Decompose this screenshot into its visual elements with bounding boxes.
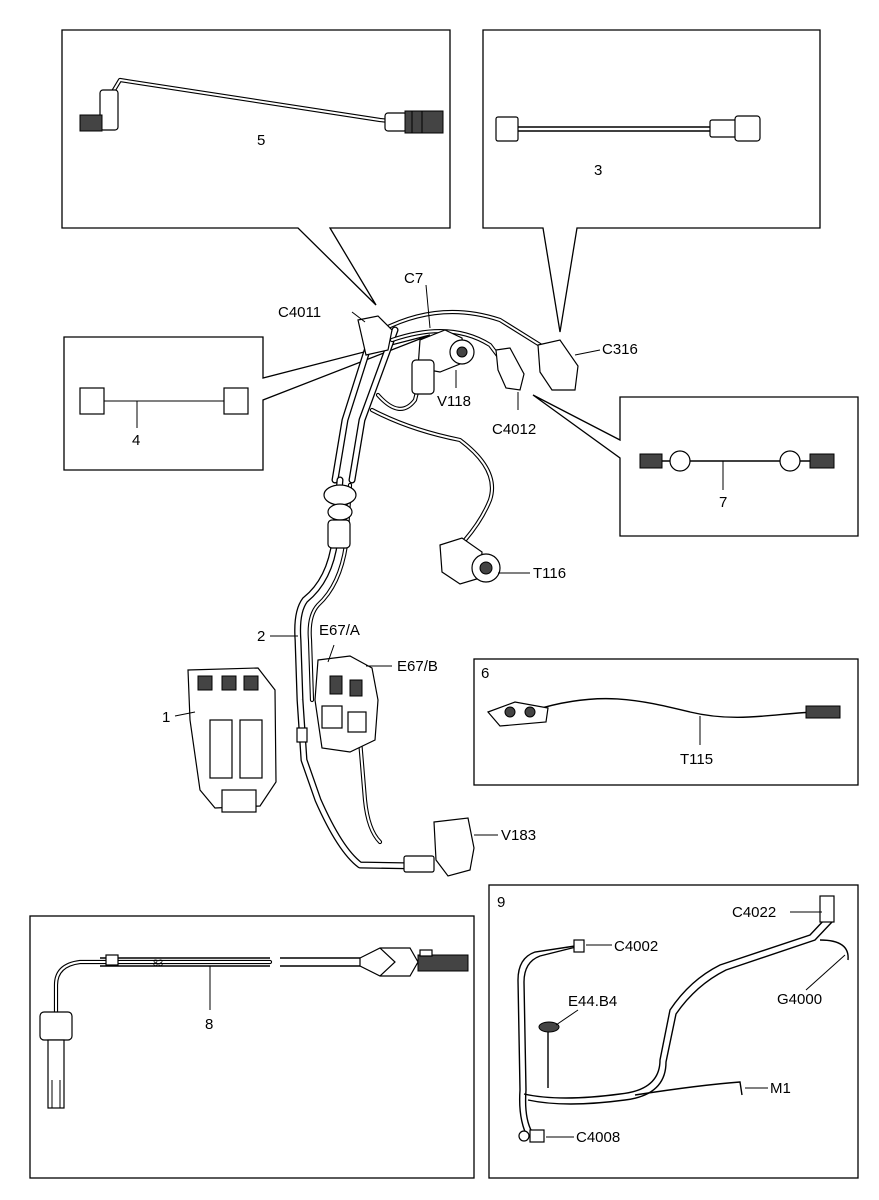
- item-label-5: 5: [257, 132, 265, 149]
- connector-label-c4022: C4022: [732, 904, 776, 921]
- cable-4: [79, 387, 249, 428]
- item-label-3: 3: [594, 162, 602, 179]
- leaders-9: [546, 911, 846, 1138]
- connector-label-c7: C7: [404, 270, 423, 287]
- connector-label-e67a: E67/A: [319, 622, 360, 639]
- connector-label-c4008: C4008: [576, 1129, 620, 1146]
- sensor-marking: 83: [153, 958, 163, 968]
- cable-5: [79, 77, 444, 134]
- connector-label-t115: T115: [680, 751, 713, 768]
- detail-box-8: 83 8: [29, 915, 475, 1179]
- cable-7: [639, 450, 835, 490]
- cable-6: [486, 697, 841, 745]
- connector-label-c4011: C4011: [278, 304, 321, 321]
- detail-box-4: 4: [63, 334, 431, 471]
- item-label-8: 8: [205, 1016, 213, 1033]
- item-label-2: 2: [257, 628, 265, 645]
- detail-box-3: 3: [482, 29, 821, 333]
- detail-box-9: 9 C4002 C4022 G4000 E44.B4 M1: [488, 884, 859, 1179]
- connector-label-v183: V183: [501, 827, 536, 844]
- connector-label-m1: M1: [770, 1080, 791, 1097]
- connector-label-c4012: C4012: [492, 421, 536, 438]
- item-label-4: 4: [132, 432, 140, 449]
- detail-box-5: 5: [61, 29, 451, 306]
- detail-box-6: 6 T115: [473, 658, 859, 786]
- center-leaders: [174, 284, 601, 836]
- connector-label-t116: T116: [533, 565, 566, 582]
- item-label-9: 9: [497, 894, 505, 911]
- connector-label-c4002: C4002: [614, 938, 658, 955]
- item-label-6: 6: [481, 665, 489, 682]
- harness-9: [517, 895, 849, 1143]
- item-label-7: 7: [719, 494, 727, 511]
- connector-label-c316: C316: [602, 341, 638, 358]
- connector-label-v118: V118: [437, 393, 471, 410]
- connector-label-e67b: E67/B: [397, 658, 438, 675]
- sensor-8: 83: [39, 947, 469, 1109]
- main-harness: [187, 309, 579, 877]
- cable-3: [495, 115, 761, 142]
- detail-box-7: 7: [532, 394, 859, 537]
- item-label-1: 1: [162, 709, 170, 726]
- connector-label-g4000: G4000: [777, 991, 822, 1008]
- connector-label-e44b4: E44.B4: [568, 993, 617, 1010]
